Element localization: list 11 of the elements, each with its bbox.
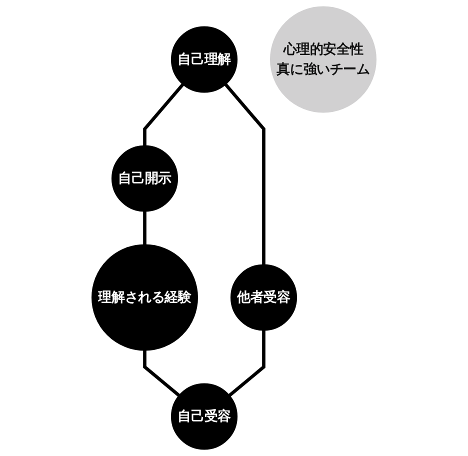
node-circle: 他者受容 [230, 264, 298, 331]
connector [143, 83, 184, 146]
node-circle: 自己理解 [170, 26, 238, 93]
connector [143, 350, 180, 397]
connector [224, 83, 266, 265]
node-circle: 自己受容 [170, 383, 238, 450]
connector [143, 211, 146, 245]
node-circle: 理解される経験 [92, 244, 198, 351]
node-circle: 心理的安全性 真に強いチーム [270, 6, 376, 113]
node-circle: 自己開示 [111, 145, 178, 212]
connector [228, 330, 266, 397]
